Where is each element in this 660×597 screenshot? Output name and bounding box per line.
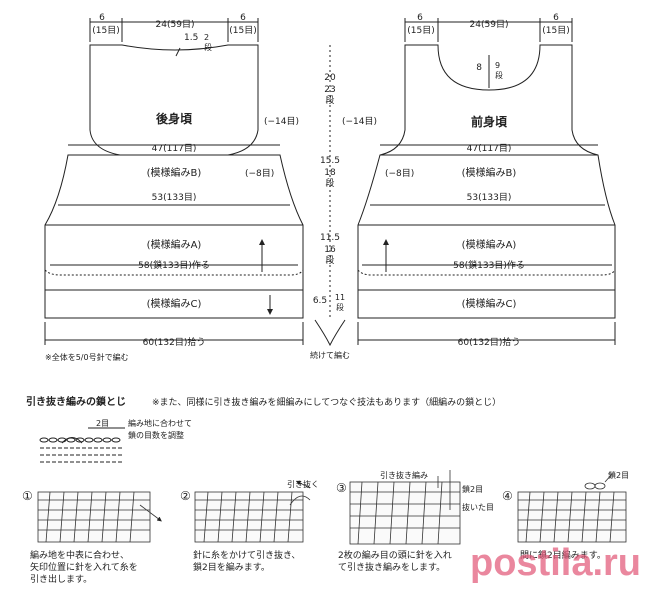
legend-note: 編み地に合わせて (128, 418, 192, 428)
back-top-right-sub: (15目) (229, 25, 256, 36)
center-h1-unit: 段 (325, 94, 334, 106)
step4-number: ④ (502, 489, 513, 503)
step1-illustration (37, 491, 162, 543)
center-h1: 20 (324, 73, 336, 83)
legend-2-stitches: 2目 (96, 419, 109, 428)
back-dec-8: (−8目) (245, 168, 274, 179)
chain-legend-diagram (39, 427, 125, 463)
front-cast-on: 58(鎖133目)作る (453, 259, 525, 271)
front-pattern-a: (模様編みA) (462, 238, 517, 251)
back-neck-depth: 1.5 (184, 33, 198, 43)
tutorial-subtitle: ※また、同様に引き抜き編みを細編みにしてつなぐ技法もあります（細編みの鎖とじ） (152, 396, 501, 408)
front-pickup: 60(132目)拾う (458, 336, 521, 348)
step3-number: ③ (336, 481, 347, 495)
back-width-47: 47(117目) (152, 143, 197, 154)
step4-text1: 間に鎖2目編みます。 (520, 549, 606, 561)
back-width-53: 53(133目) (152, 192, 197, 203)
front-top-mid: 24(59目) (470, 19, 509, 30)
front-top-left-sub: (15目) (407, 25, 434, 36)
step1-number: ① (22, 489, 33, 503)
front-top-right-sub: (15目) (542, 25, 569, 36)
step2-text1: 針に糸をかけて引き抜き、 (193, 549, 300, 561)
step4-illustration (517, 473, 627, 543)
center-h4-unit: 段 (336, 302, 344, 312)
step1-text3: 引き出します。 (30, 573, 92, 585)
front-neck-depth: 8 (476, 63, 482, 73)
center-h1-rows: 23 (324, 85, 335, 95)
step2-illustration (194, 480, 311, 543)
back-pickup: 60(132目)拾う (143, 336, 206, 348)
back-neck-rows-unit: 段 (204, 42, 212, 52)
legend-note-2: 鎖の目数を調整 (128, 430, 184, 440)
back-piece (44, 18, 304, 345)
back-side-dec: (−14目) (264, 116, 299, 127)
center-h4: 6.5 (313, 296, 327, 306)
center-h3-rows: 16 (324, 245, 336, 255)
center-h2: 15.5 (320, 156, 340, 166)
step1-text2: 矢印位置に針を入れて糸を (30, 561, 138, 573)
step3-label: 引き抜き編み (380, 470, 428, 480)
center-h2-rows: 18 (324, 168, 336, 178)
center-dimension-line (314, 45, 346, 347)
center-continue: 続けて編む (310, 350, 350, 360)
step2-label: 引き抜く (287, 479, 319, 489)
front-width-53: 53(133目) (467, 192, 512, 203)
step4-label: 鎖2目 (608, 470, 629, 480)
center-h3-unit: 段 (325, 254, 334, 266)
step1-text1: 編み地を中表に合わせ、 (30, 549, 129, 561)
front-top-right: 6 (553, 13, 559, 23)
step2-text2: 鎖2目を編みます。 (193, 561, 270, 573)
watermark: postila.ru (470, 542, 641, 584)
step2-number: ② (180, 489, 191, 503)
center-h4-rows: 11 (335, 293, 345, 302)
front-side-dec: (−14目) (342, 116, 377, 127)
back-title: 後身頃 (156, 111, 193, 126)
back-top-left-sub: (15目) (92, 25, 119, 36)
tutorial-title: 引き抜き編みの鎖とじ (26, 395, 126, 408)
center-h2-unit: 段 (325, 177, 334, 189)
center-h3: 11.5 (320, 233, 340, 243)
step3-illustration (349, 470, 461, 545)
back-pattern-c: (模様編みC) (147, 297, 202, 310)
back-neck-rows: 2 (204, 33, 209, 42)
front-pattern-b: (模様編みB) (462, 166, 517, 179)
back-pattern-a: (模様編みA) (147, 238, 202, 251)
step3-label2: 鎖2目 (462, 484, 483, 494)
back-top-left: 6 (99, 13, 105, 23)
front-piece (357, 18, 616, 345)
back-top-mid: 24(59目) (156, 19, 195, 30)
back-cast-on: 58(鎖133目)作る (138, 259, 210, 271)
step3-text2: て引き抜き編みをします。 (338, 561, 445, 573)
step3-label3: 抜いた目 (462, 502, 494, 512)
back-note: ※全体を5/0号針で編む (45, 352, 129, 362)
step3-text1: 2枚の編み目の頭に針を入れ (338, 549, 452, 561)
front-pattern-c: (模様編みC) (462, 297, 517, 310)
front-title: 前身頃 (471, 114, 508, 129)
back-top-right: 6 (240, 13, 246, 23)
front-dec-8: (−8目) (385, 168, 414, 179)
front-neck-rows-unit: 段 (495, 70, 503, 80)
front-top-left: 6 (417, 13, 423, 23)
front-neck-rows: 9 (495, 61, 500, 70)
back-pattern-b: (模様編みB) (147, 166, 202, 179)
front-width-47: 47(117目) (467, 143, 512, 154)
